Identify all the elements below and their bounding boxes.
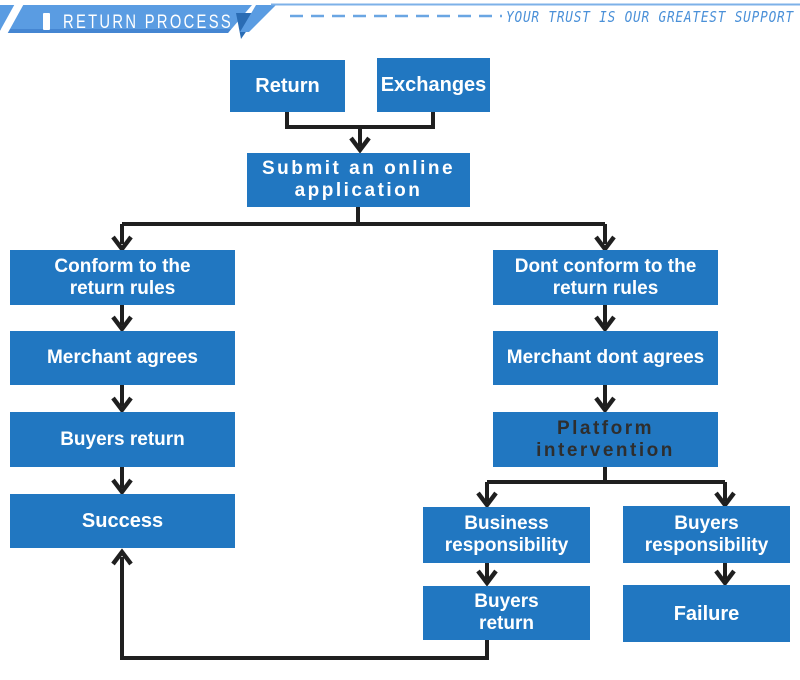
node-label: Submit an online: [261, 158, 456, 179]
node-label: Success: [81, 510, 164, 532]
node-label: Conform to the: [54, 255, 191, 277]
node-label: return rules: [552, 277, 659, 299]
node-label: Buyers: [474, 591, 539, 612]
node-label: Failure: [673, 602, 740, 625]
node-label: return: [479, 613, 534, 634]
node-label: Buyers return: [60, 428, 185, 450]
arrow-loop-into-success-icon: [111, 548, 133, 566]
node-buyers-return: Buyers return: [10, 412, 235, 467]
node-label: responsibility: [444, 535, 569, 556]
node-conform-rules: Conform to the return rules: [10, 250, 235, 305]
node-merchant-agrees: Merchant agrees: [10, 331, 235, 385]
title-bar-icon: [43, 13, 50, 30]
node-label: Platform: [556, 417, 655, 439]
node-label: application: [294, 180, 423, 201]
node-success: Success: [10, 494, 235, 548]
banner-slash-icon: [0, 0, 26, 38]
node-dont-conform-rules: Dont conform to the return rules: [493, 250, 718, 305]
banner-tip-shape: [240, 5, 276, 32]
node-label: Business: [464, 513, 549, 534]
arrow-into-conform-icon: [111, 235, 133, 253]
header-banner: RETURN PROCESS YOUR TRUST IS OUR GREATES…: [0, 0, 800, 39]
node-label: intervention: [536, 439, 675, 461]
node-label: return rules: [69, 277, 176, 299]
header-title: RETURN PROCESS: [63, 12, 233, 33]
node-label: Merchant dont agrees: [506, 347, 705, 368]
node-platform-intervention: Platform intervention: [493, 412, 718, 467]
node-label: Merchant agrees: [46, 347, 198, 368]
banner-shape: [0, 5, 252, 33]
node-submit-application: Submit an online application: [247, 153, 470, 207]
header-tagline: YOUR TRUST IS OUR GREATEST SUPPORT: [506, 8, 795, 26]
node-buyers-responsibility: Buyers responsibility: [623, 506, 790, 563]
banner-bottom-strip: [0, 29, 231, 33]
node-label: Exchanges: [380, 74, 487, 96]
node-label: Buyers: [674, 512, 739, 534]
connector-merge-top: [285, 112, 435, 146]
connector-platform-split: [485, 467, 727, 501]
node-merchant-dont-agrees: Merchant dont agrees: [493, 331, 718, 385]
arrow-into-buyers-return-icon: [111, 396, 133, 414]
node-label: responsibility: [644, 534, 769, 556]
node-business-responsibility: Business responsibility: [423, 507, 590, 563]
node-failure: Failure: [623, 585, 790, 642]
node-label: Return: [255, 75, 320, 97]
node-return: Return: [230, 60, 345, 112]
node-label: Dont conform to the: [514, 255, 697, 277]
arrow-into-submit-icon: [349, 136, 371, 154]
arrow-into-platform-icon: [594, 396, 616, 414]
arrow-into-buyers-resp-icon: [714, 491, 736, 509]
node-buyers-return-final: Buyers return: [423, 586, 590, 640]
arrow-into-success-icon: [111, 478, 133, 496]
arrow-into-merchant-agrees-icon: [111, 315, 133, 333]
arrow-into-business-resp-icon: [476, 491, 498, 509]
arrow-into-dont-conform-icon: [594, 235, 616, 253]
node-exchanges: Exchanges: [377, 58, 490, 112]
connector-loop-back: [120, 557, 489, 660]
arrow-into-failure-icon: [714, 569, 736, 587]
arrow-into-merchant-dont-icon: [594, 315, 616, 333]
arrow-into-buyers-return-right-icon: [476, 569, 498, 587]
connector-branch-split: [120, 207, 607, 244]
